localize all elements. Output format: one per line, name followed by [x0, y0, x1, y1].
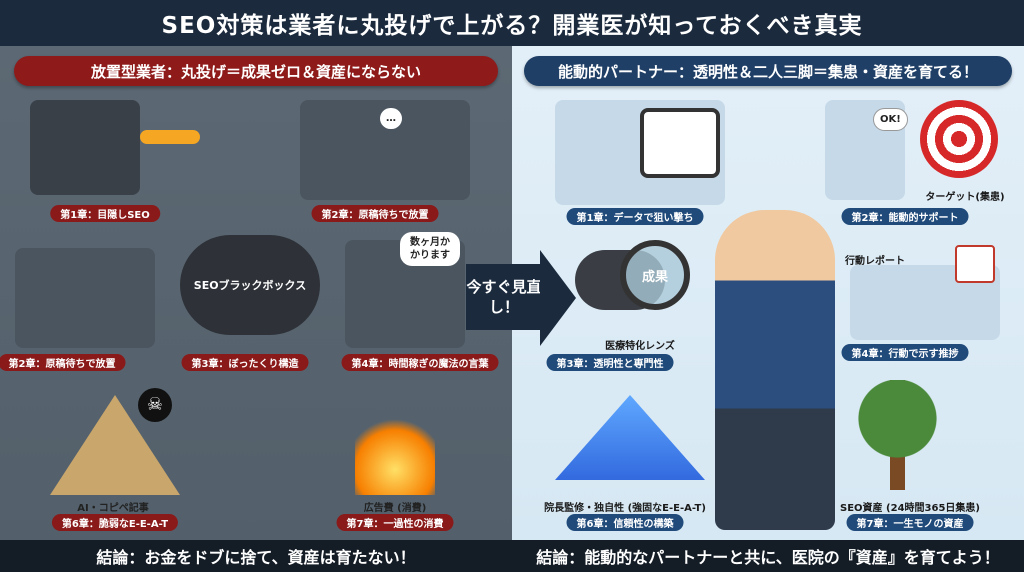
right-chapter-4-caption: 行動レポート — [845, 256, 905, 267]
left-chapter-1-label: 第1章：目隠しSEO — [50, 205, 160, 222]
campfire-illustration — [355, 410, 435, 495]
right-chapter-4-label: 第4章：行動で示す推捗 — [841, 344, 969, 361]
consultant-character-illustration — [715, 210, 835, 530]
stressed-doctor-illustration — [15, 248, 155, 348]
target-icon — [920, 100, 998, 178]
right-chapter-3-caption: 医療特化レンズ — [605, 341, 675, 352]
speech-bubble-dots: … — [380, 108, 402, 129]
asset-tree-illustration — [850, 380, 945, 490]
calendar-icon — [955, 245, 995, 283]
right-arrow-icon — [540, 250, 576, 346]
review-now-callout: 今すぐ見直し！ — [466, 264, 542, 330]
right-header: 能動的パートナー：透明性＆二人三脚＝集患・資産を育てる！ — [524, 56, 1012, 86]
left-chapter-7-caption: 広告費 (消費) — [363, 503, 427, 514]
right-conclusion: 結論：能動的なパートナーと共に、医院の『資産』を育てよう！ — [536, 548, 1000, 567]
left-chapter-7-label: 第7章：一過性の消費 — [336, 514, 454, 531]
left-chapter-6-caption: AI・コピペ記事 — [77, 503, 149, 514]
ok-bubble: OK! — [873, 108, 908, 131]
page-title: SEO対策は業者に丸投げで上がる？開業医が知っておくべき真実 — [0, 0, 1024, 46]
right-chapter-7-caption: SEO資産 (24時間365日集患) — [840, 503, 980, 514]
conclusion-bar: 結論：お金をドブに捨て、資産は育たない！ 結論：能動的なパートナーと共に、医院の… — [0, 540, 1024, 572]
left-conclusion: 結論：お金をドブに捨て、資産は育たない！ — [96, 548, 416, 567]
left-chapter-6-label: 第6章：脆弱なE-E-A-T — [51, 514, 179, 531]
right-chapter-3-label: 第3章：透明性と専門性 — [546, 354, 674, 371]
left-chapter-2b-label: 第2章：原稿待ちで放置 — [0, 354, 126, 371]
right-chapter-2-label: 第2章：能動的サポート — [841, 208, 969, 225]
left-chapter-3-label: 第3章：ぼったくり構造 — [181, 354, 309, 371]
skull-icon: ☠ — [138, 388, 172, 422]
left-chapter-4-label: 第4章：時間稼ぎの魔法の言葉 — [341, 354, 499, 371]
right-chapter-7-label: 第7章：一生モノの資産 — [846, 514, 974, 531]
magnifying-lens-icon: 成果 — [620, 240, 690, 310]
black-box-cloud: SEOブラックボックス — [180, 235, 320, 335]
right-chapter-1-label: 第1章：データで狙い撃ち — [566, 208, 704, 225]
blindfolded-shooter-illustration — [30, 100, 140, 195]
left-header: 放置型業者：丸投げ＝成果ゼロ＆資産にならない — [14, 56, 498, 86]
speech-bubble-months: 数ヶ月かかります — [400, 232, 460, 266]
right-chapter-6-label: 第6章：信頼性の構築 — [566, 514, 684, 531]
right-chapter-6-caption: 院長監修・独自性 (強固なE-E-A-T) — [544, 503, 706, 514]
left-chapter-2-label: 第2章：原稿待ちで放置 — [311, 205, 439, 222]
muzzle-flash-icon — [140, 130, 200, 144]
analytics-monitor-icon — [640, 108, 720, 178]
right-chapter-2-caption: ターゲット(集患) — [925, 192, 1005, 203]
